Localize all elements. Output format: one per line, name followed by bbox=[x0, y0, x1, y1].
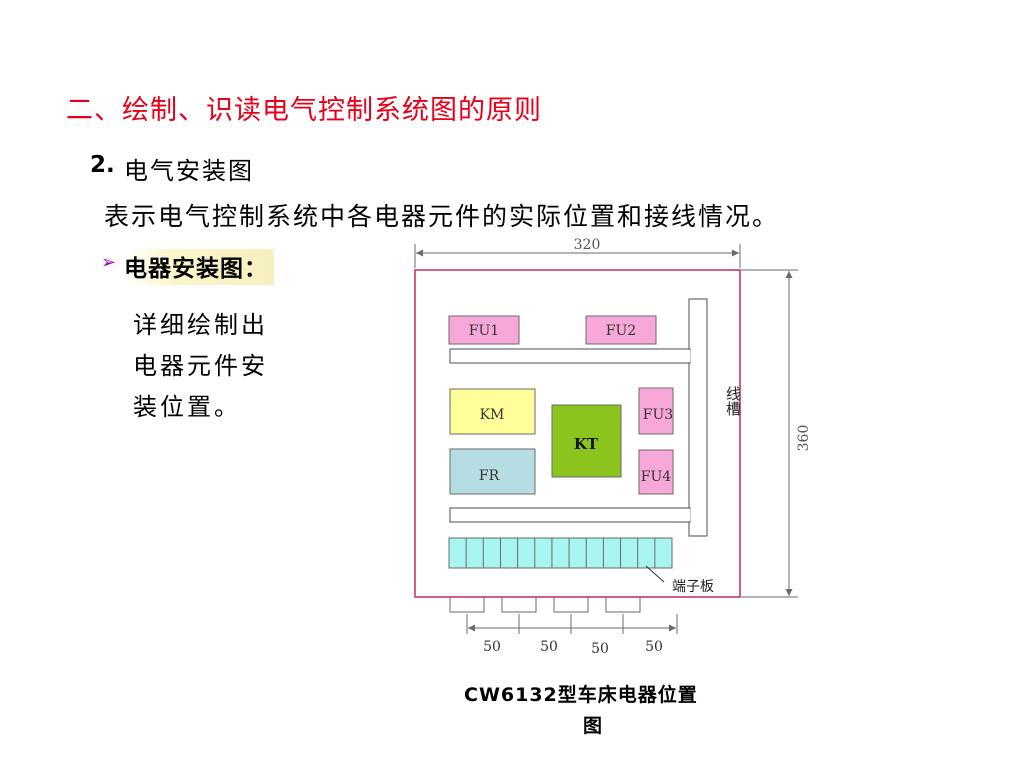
spacing-label: 50 bbox=[645, 639, 663, 655]
lower-wire-duct bbox=[449, 507, 691, 523]
km-label: KM bbox=[480, 407, 505, 423]
kt-label: KT bbox=[574, 435, 599, 453]
mounting-bracket bbox=[553, 597, 589, 613]
fu1-label: FU1 bbox=[469, 323, 499, 339]
fr-label: FR bbox=[479, 468, 500, 484]
height-dimension: 360 bbox=[741, 269, 812, 598]
slide-title: 二、绘制、识读电气控制系统图的原则 bbox=[66, 95, 542, 126]
spacing-dimension: 50 50 50 50 bbox=[466, 614, 678, 657]
terminal-block bbox=[448, 537, 673, 569]
detail-line: 电器元件安 bbox=[133, 352, 268, 380]
relay-fr: FR bbox=[449, 448, 536, 495]
fuse-fu3: FU3 bbox=[638, 387, 674, 435]
upper-wire-duct bbox=[449, 348, 691, 364]
spacing-label: 50 bbox=[483, 639, 501, 655]
panel-frame bbox=[414, 269, 741, 598]
mounting-bracket bbox=[501, 597, 537, 613]
fuse-fu1: FU1 bbox=[448, 315, 520, 345]
contactor-km: KM bbox=[449, 388, 536, 435]
mounting-bracket bbox=[605, 597, 641, 613]
detail-line: 详细绘制出 bbox=[133, 311, 268, 339]
terminal-label: 端子板 bbox=[672, 579, 714, 595]
vertical-wire-duct bbox=[688, 298, 708, 537]
terminal-leader-line bbox=[645, 565, 665, 583]
terminal-dividers bbox=[465, 538, 656, 568]
detail-line: 装位置。 bbox=[133, 393, 241, 421]
timer-kt: KT bbox=[551, 404, 622, 478]
figure-caption-line: 图 bbox=[583, 715, 603, 737]
fu4-label: FU4 bbox=[641, 469, 672, 485]
figure-caption-line: CW6132型车床电器位置 bbox=[464, 684, 698, 706]
wire-duct-label: 线槽 bbox=[724, 386, 742, 416]
width-dimension: 320 bbox=[414, 237, 741, 268]
section-description: 表示电气控制系统中各电器元件的实际位置和接线情况。 bbox=[104, 202, 780, 231]
width-dimension-label: 320 bbox=[574, 237, 601, 253]
section-number: 2. bbox=[90, 152, 115, 178]
fu2-label: FU2 bbox=[606, 323, 636, 339]
mounting-bracket bbox=[449, 597, 485, 613]
fuse-fu2: FU2 bbox=[585, 315, 657, 345]
bullet-label: 电器安装图： bbox=[124, 249, 274, 285]
spacing-label: 50 bbox=[540, 639, 558, 655]
fu3-label: FU3 bbox=[643, 407, 673, 423]
height-dimension-label: 360 bbox=[796, 425, 812, 452]
spacing-label: 50 bbox=[591, 641, 609, 657]
bullet-arrow-icon: ➢ bbox=[101, 252, 117, 273]
section-name: 电气安装图 bbox=[124, 157, 254, 185]
fuse-fu4: FU4 bbox=[638, 449, 674, 495]
mounting-brackets bbox=[449, 597, 641, 613]
